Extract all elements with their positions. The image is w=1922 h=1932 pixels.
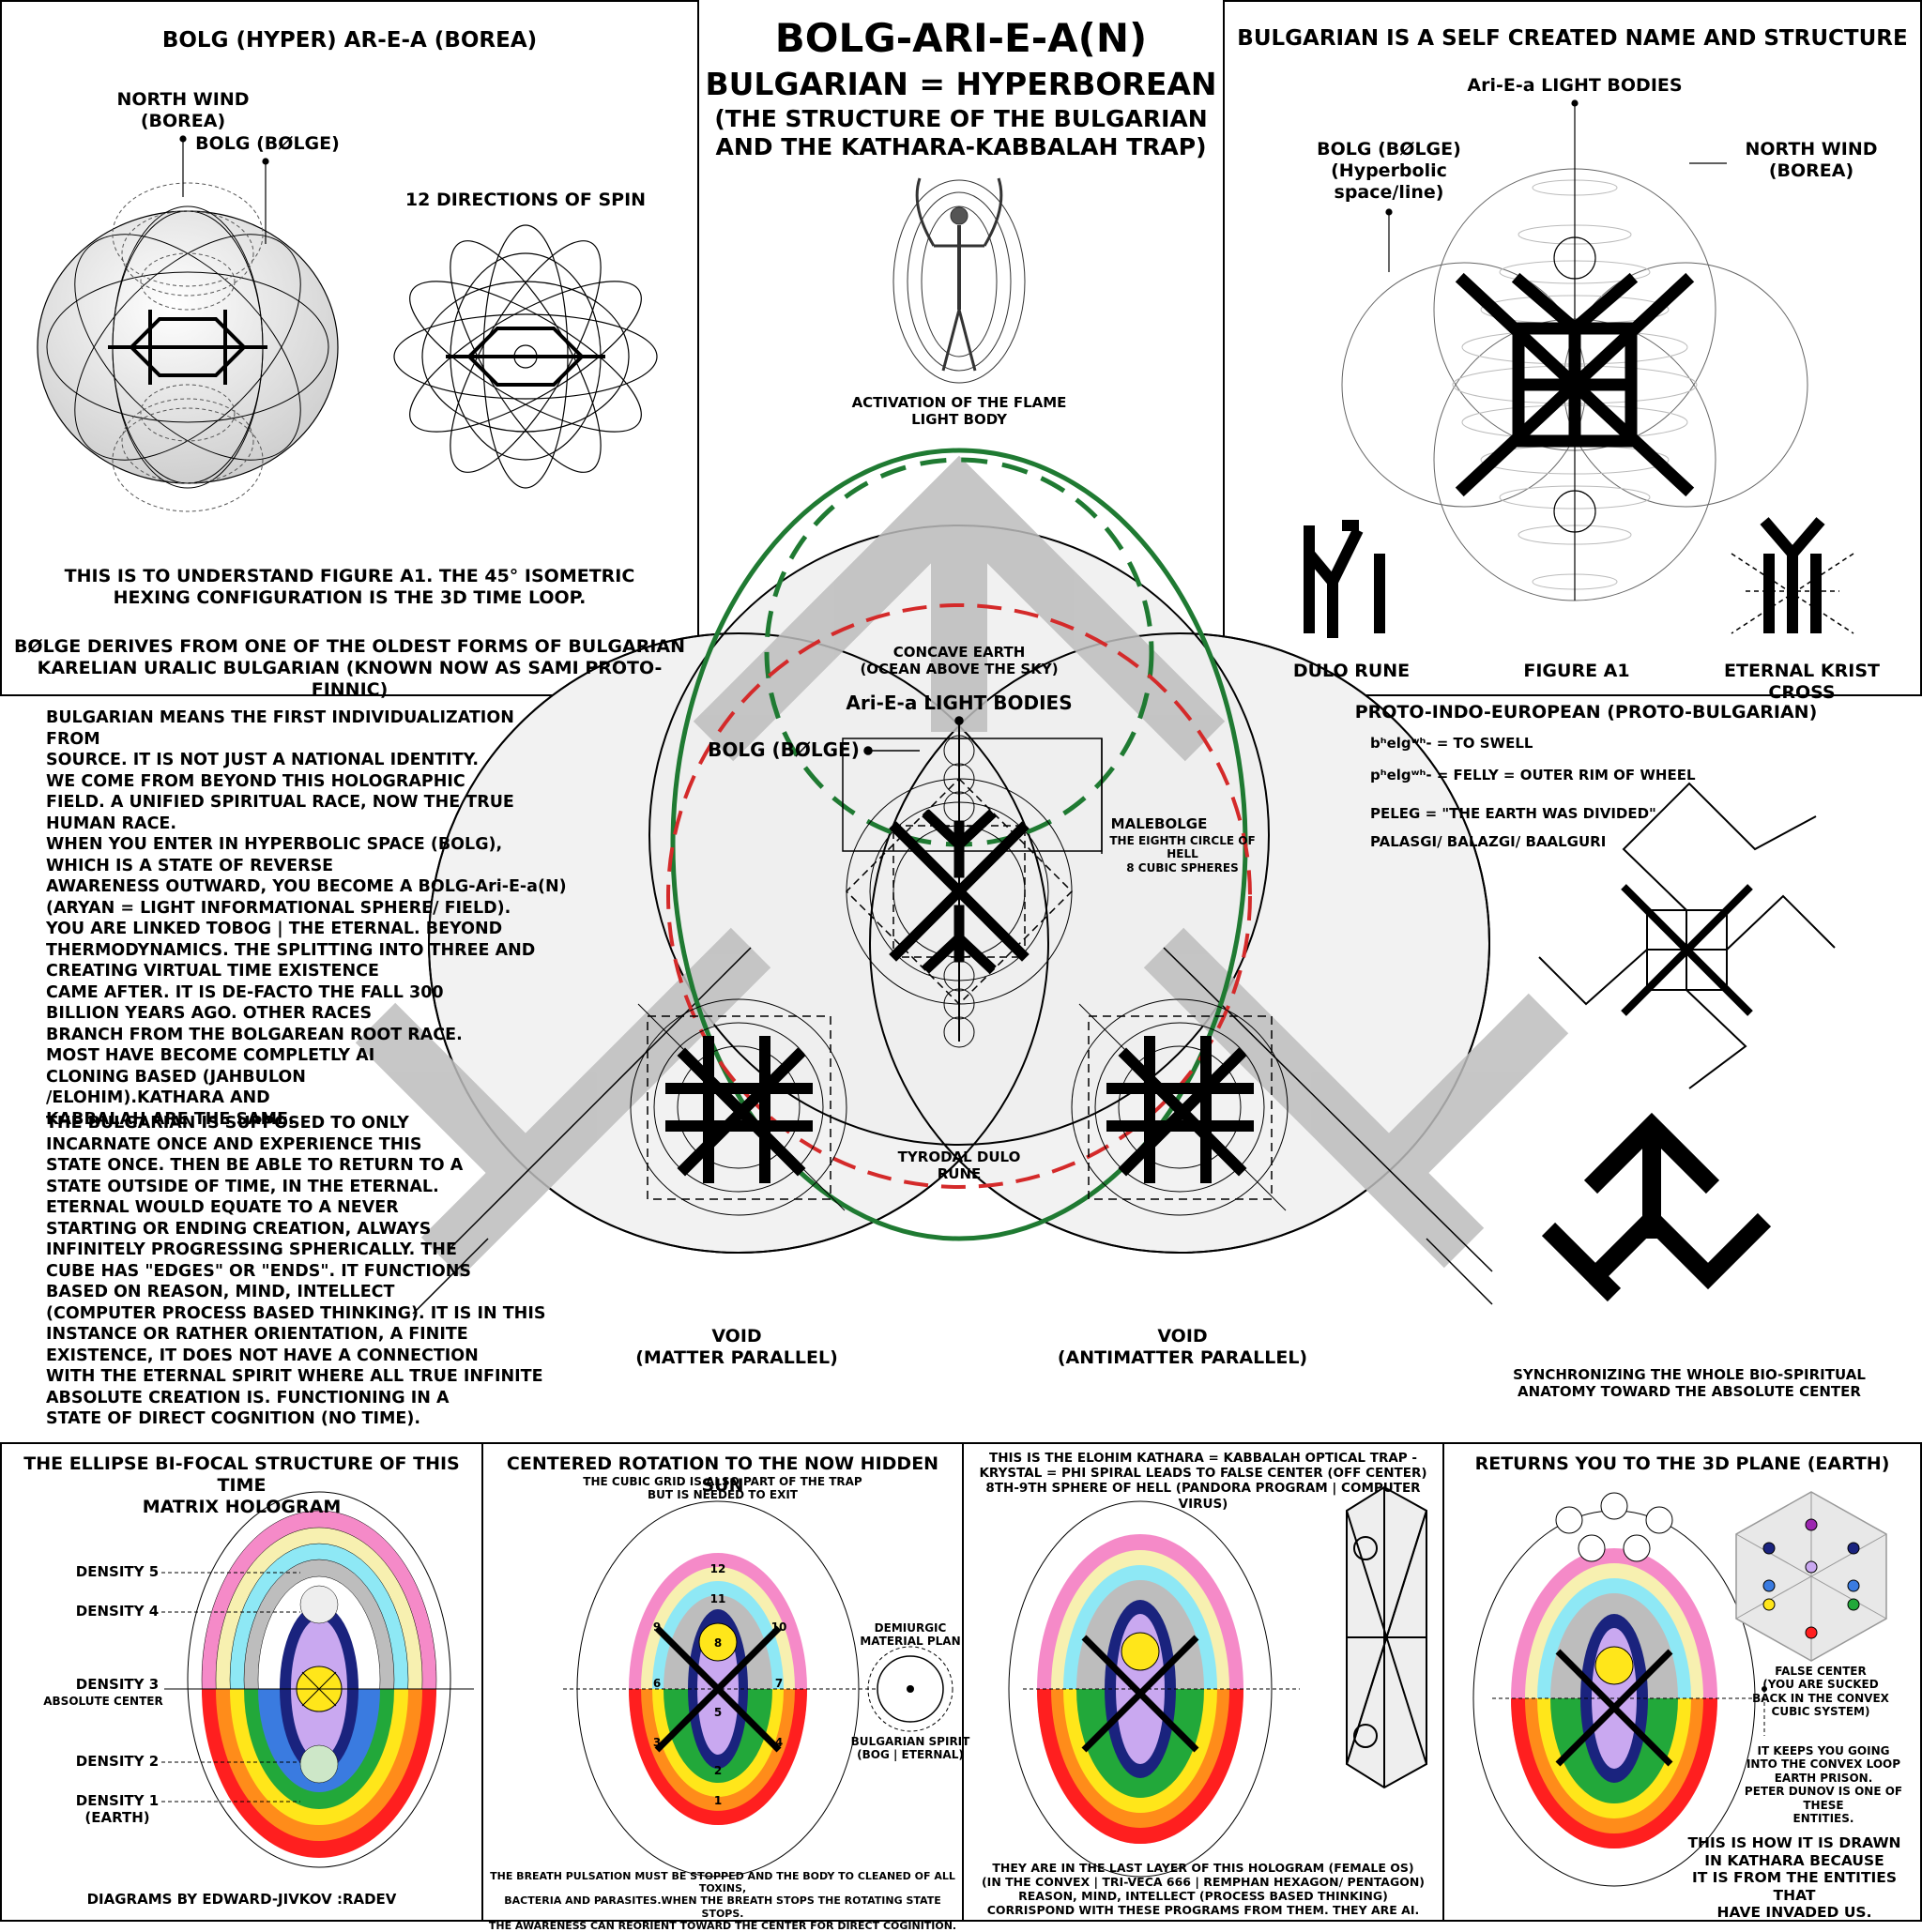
tree-node-8: 8 (713, 1636, 723, 1650)
bolg-sphere (37, 135, 339, 512)
center-bolg-label: BOLG (BØLGE) (708, 738, 860, 761)
tree-node-4: 4 (774, 1736, 784, 1749)
density-4-label: DENSITY 4 (75, 1603, 160, 1620)
right-void-glyph (1071, 998, 1289, 1216)
tree-node-2: 2 (713, 1764, 723, 1777)
density-5-label: DENSITY 5 (75, 1563, 160, 1580)
density-3-sub-label: ABSOLUTE CENTER (43, 1695, 163, 1708)
top-right-heading: BULGARIAN IS A SELF CREATED NAME AND STR… (1237, 26, 1908, 51)
flame-body-illustration (892, 177, 1026, 384)
tyrodal-rune-icon (1541, 1112, 1772, 1302)
bottom2-heading: CENTERED ROTATION TO THE NOW HIDDEN SUN (506, 1453, 939, 1496)
bolg-hyperbolic-label: BOLG (BØLGE) (Hyperbolic space/line) (1317, 139, 1461, 203)
flame-caption: ACTIVATION OF THE FLAME LIGHT BODY (851, 394, 1067, 428)
egg-diagram-2 (563, 1500, 953, 1878)
false-center-label: FALSE CENTER (YOU ARE SUCKED BACK IN THE… (1752, 1665, 1889, 1719)
left-void-glyph (630, 998, 847, 1216)
density-2-label: DENSITY 2 (75, 1753, 160, 1770)
tree-node-10: 10 (770, 1620, 787, 1634)
spiral-cross-symbol (1538, 782, 1836, 1089)
figure-a1 (1304, 99, 1854, 638)
bottom1-heading: THE ELLIPSE BI-FOCAL STRUCTURE OF THIS T… (23, 1453, 460, 1517)
tree-node-9: 9 (652, 1620, 662, 1634)
tree-node-1: 1 (713, 1794, 723, 1807)
demiurgic-label: DEMIURGIC MATERIAL PLAN (860, 1621, 961, 1649)
drawn-in-kathara-label: THIS IS HOW IT IS DRAWN IN KATHARA BECAU… (1687, 1834, 1901, 1922)
palasgi-label: PALASGI/ BALAZGI/ BAALGURI (1370, 833, 1607, 850)
page-subtitle-2: (THE STRUCTURE OF THE BULGARIAN AND THE … (714, 105, 1208, 160)
tree-node-11: 11 (709, 1592, 726, 1605)
void-right-label: VOID (ANTIMATTER PARALLEL) (1057, 1326, 1308, 1368)
tree-node-12: 12 (709, 1562, 726, 1575)
belg-swell: bʰelgʷʰ- = TO SWELL (1370, 735, 1533, 752)
breath-note: THE BREATH PULSATION MUST BE STOPPED AND… (488, 1870, 957, 1932)
spin-label: 12 DIRECTIONS OF SPIN (404, 190, 647, 210)
malebolge-glyph (842, 718, 1103, 1048)
egg-diagram-1 (161, 1491, 474, 1868)
malebolge-sub-label: THE EIGHTH CIRCLE OF HELL 8 CUBIC SPHERE… (1109, 834, 1256, 875)
left-paragraph-1: BULGARIAN MEANS THE FIRST INDIVIDUALIZAT… (46, 708, 567, 1129)
egg-diagram-3 (1008, 1485, 1427, 1878)
north-wind-right-label: NORTH WIND (BOREA) (1745, 139, 1878, 181)
dulo-rune-icon (1304, 520, 1385, 638)
bulgarian-spirit-label: BULGARIAN SPIRIT (BOG | ETERNAL) (850, 1735, 970, 1762)
dulo-rune-label: DULO RUNE (1292, 661, 1411, 681)
center-light-bodies-label: Ari-E-a LIGHT BODIES (846, 692, 1073, 714)
bottom2-sub: THE CUBIC GRID IS ALSO PART OF THE TRAP … (583, 1475, 862, 1502)
egg-diagram-4 (1472, 1491, 1887, 1887)
density-1-label: DENSITY 1 (EARTH) (75, 1792, 160, 1826)
tyrodal-label: TYRODAL DULO RUNE (897, 1149, 1021, 1182)
void-left-label: VOID (MATTER PARALLEL) (635, 1326, 838, 1368)
bolg-label: BOLG (BØLGE) (195, 133, 340, 154)
figure-a1-label: FIGURE A1 (1523, 661, 1630, 681)
synchronizing-label: SYNCHRONIZING THE WHOLE BIO-SPIRITUAL AN… (1513, 1366, 1866, 1400)
tree-node-5: 5 (713, 1706, 723, 1719)
pie-heading: PROTO-INDO-EUROPEAN (PROTO-BULGARIAN) (1354, 702, 1818, 723)
eternal-krist-cross-icon (1731, 517, 1854, 634)
malebolge-label: MALEBOLGE (1110, 815, 1208, 832)
spin-flower (393, 224, 658, 489)
bolge-origin-note: BØLGE DERIVES FROM ONE OF THE OLDEST FOR… (13, 636, 686, 700)
peleg-label: PELEG = "THE EARTH WAS DIVIDED" (1370, 805, 1656, 822)
krist-cross-label: ETERNAL KRIST CROSS (1724, 661, 1880, 703)
page-subtitle: BULGARIAN = HYPERBOREAN (705, 66, 1217, 102)
page-title: BOLG-ARI-E-A(N) (774, 15, 1148, 61)
keeps-going-label: IT KEEPS YOU GOING INTO THE CONVEX LOOP … (1744, 1744, 1903, 1825)
belg-felly: pʰelgʷʰ- = FELLY = OUTER RIM OF WHEEL (1370, 767, 1696, 783)
diagram-credit: DIAGRAMS BY EDWARD-JIVKOV :RADEV (86, 1891, 397, 1908)
light-bodies-label: Ari-E-a LIGHT BODIES (1467, 75, 1683, 96)
isometric-note: THIS IS TO UNDERSTAND FIGURE A1. THE 45°… (64, 566, 635, 608)
north-wind-label: NORTH WIND (BOREA) (116, 89, 250, 131)
tree-node-3: 3 (652, 1736, 662, 1749)
top-left-heading: BOLG (HYPER) AR-E-A (BOREA) (161, 28, 538, 53)
left-paragraph-2: THE BULGARIAN IS SUPPOSED TO ONLY INCARN… (46, 1114, 546, 1428)
tree-node-6: 6 (652, 1677, 662, 1690)
tree-node-7: 7 (774, 1677, 784, 1690)
density-3-label: DENSITY 3 (75, 1676, 160, 1693)
bottom4-heading: RETURNS YOU TO THE 3D PLANE (EARTH) (1474, 1453, 1890, 1474)
bottom3-heading: THIS IS THE ELOHIM KATHARA = KABBALAH OP… (979, 1451, 1427, 1512)
red-ellipse (666, 603, 1252, 1189)
bottom3-note: THEY ARE IN THE LAST LAYER OF THIS HOLOG… (981, 1861, 1426, 1917)
concave-earth-label: CONCAVE EARTH (OCEAN ABOVE THE SKY) (860, 644, 1059, 677)
